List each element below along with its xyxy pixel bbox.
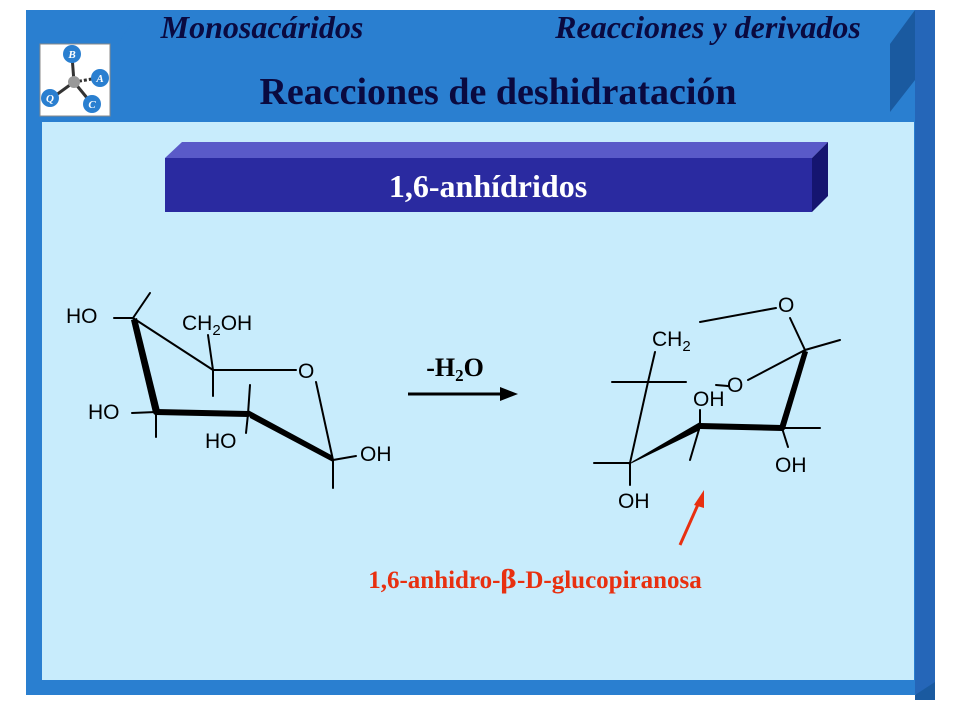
content-area [42,122,914,680]
logo-letter-c: C [88,99,96,111]
reaction-arrow: -H2O [408,353,518,401]
logo-letter-a: A [95,73,103,85]
product-label-o-top: O [778,294,794,317]
logo-atom-q [41,89,59,107]
product-name: 1,6-anhidro-β-D-glucopiranosa [368,565,702,594]
reaction-reagent: -H2O [426,353,484,385]
logo-atom-c [83,95,101,113]
logo-atom-b [63,45,81,63]
header-left-title: Monosacáridos [160,9,364,45]
logo-atom-a [91,69,109,87]
reactant-label-o-ring: O [298,360,314,383]
reactant-label-ho-top: HO [66,305,98,328]
logo: B A C Q [39,43,111,117]
pointer-arrow [678,490,704,546]
product-label-oh-right: OH [775,454,807,477]
product-label-oh-bottom: OH [618,490,650,513]
reactant-label-ho-left: HO [88,401,120,424]
header-right-title: Reacciones y derivados [554,9,861,45]
frame-right-bevel [915,10,935,695]
header-bevel [890,10,915,112]
logo-letter-b: B [67,49,75,61]
reactant-label-ch2oh: CH2OH [182,312,252,339]
header-bar [118,10,915,44]
reactant-label-oh-right: OH [360,443,392,466]
product-structure: O CH2 O OH OH OH [593,294,841,513]
reactant-label-ho-mid: HO [205,430,237,453]
product-label-oh-upper: OH [693,388,725,411]
reactant-structure: HO CH2OH O HO HO OH [66,292,392,489]
product-label-ch2: CH2 [652,328,691,355]
logo-letter-q: Q [46,93,54,105]
section-banner: 1,6-anhídridos [165,142,828,212]
section-banner-label: 1,6-anhídridos [389,168,587,204]
product-label-o-mid: O [727,374,743,397]
page-title: Reacciones de deshidratación [259,71,736,113]
